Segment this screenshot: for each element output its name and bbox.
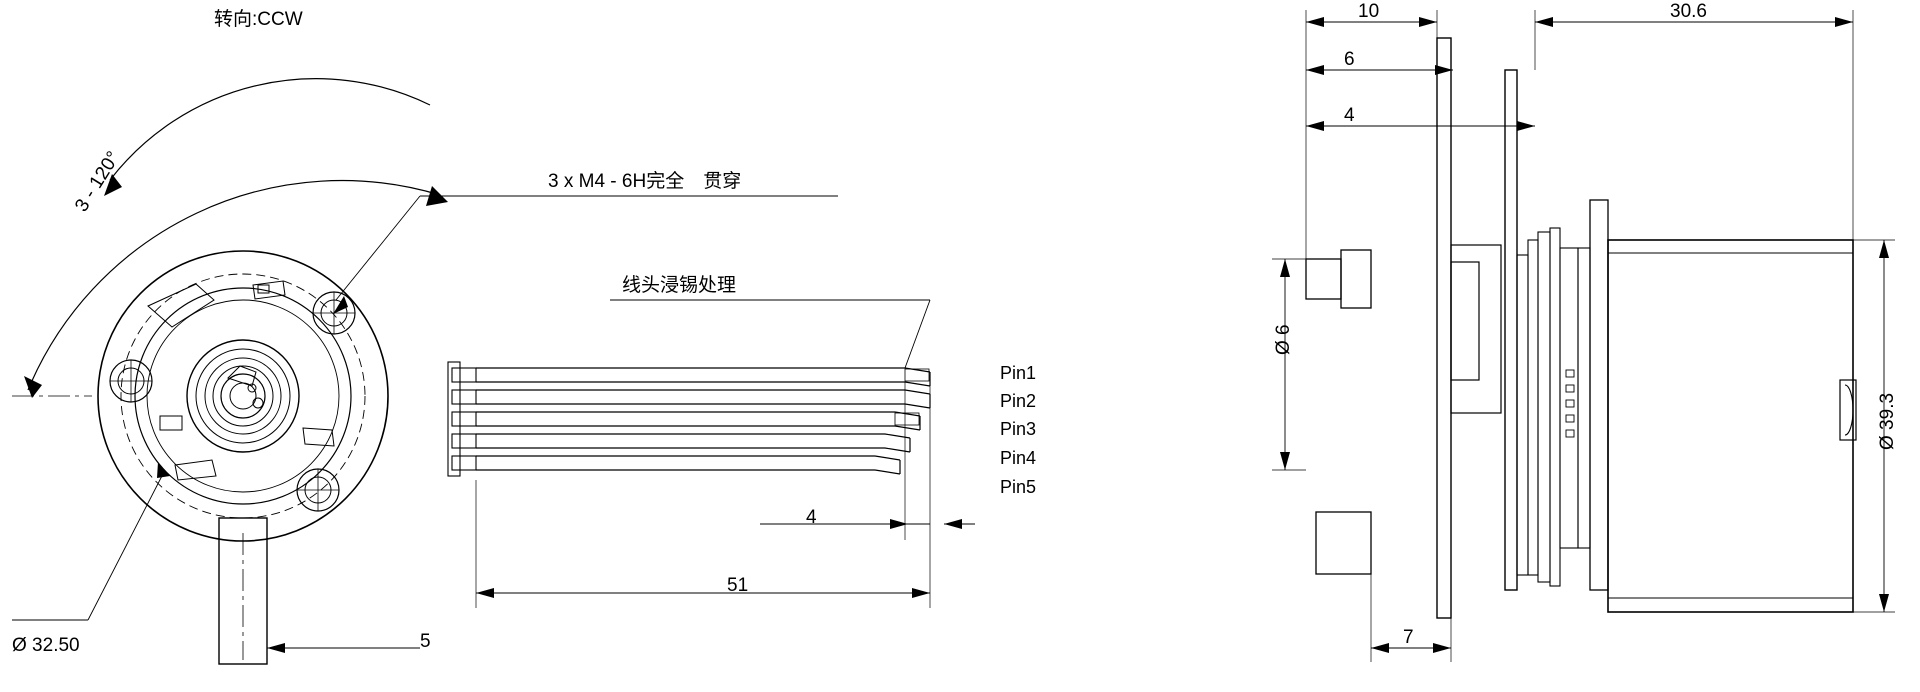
stator-stack <box>1516 199 1609 591</box>
shaft-dim-arrow <box>267 643 285 653</box>
stator-detail-1 <box>147 283 215 328</box>
pin-label-1: Pin1 <box>1000 363 1037 383</box>
hub-circle-4 <box>212 365 274 427</box>
mounting-hole-2 <box>296 468 340 512</box>
stator-detail-6 <box>159 415 183 431</box>
bolt-circle <box>120 273 366 519</box>
dim-body-diameter <box>1853 239 1895 613</box>
wire-length-label: 51 <box>727 575 749 596</box>
dim-flange-total <box>1305 10 1438 259</box>
motor-rear-curve <box>1844 384 1854 436</box>
dim-wire-length <box>475 480 931 608</box>
wire-1 <box>476 367 931 387</box>
shaft-bore <box>229 382 257 410</box>
pin-label-3: Pin3 <box>1000 419 1037 439</box>
wire-4 <box>476 433 911 453</box>
wire-treatment-label: 线头浸锡处理 <box>622 275 737 296</box>
tinned-tips <box>894 368 930 426</box>
dim-label-flange-total: 10 <box>1358 1 1380 22</box>
bcd-leader-arrow <box>157 462 170 478</box>
rotation-direction-label: 转向:CCW <box>214 9 303 30</box>
dim-shaft-diameter <box>1272 258 1306 471</box>
dim-label-mount-depth: 7 <box>1403 627 1414 648</box>
wire-connectors <box>447 361 477 477</box>
shaft-lower-block <box>1315 511 1372 575</box>
side-pin-pads <box>1565 369 1575 438</box>
bcd-leader-line <box>87 469 166 621</box>
angle-arc <box>27 180 441 391</box>
mounting-hole-3 <box>109 359 153 403</box>
flange-plate-1 <box>1436 37 1452 619</box>
angle-arrow-start <box>24 376 42 398</box>
dim-wire-tip <box>760 382 975 540</box>
side-hub-block <box>1450 244 1502 414</box>
thread-leader-line <box>335 195 421 301</box>
wire-3 <box>476 411 921 431</box>
dim-label-overall-length: 30.6 <box>1670 1 1707 22</box>
pin-label-4: Pin4 <box>1000 448 1037 468</box>
shaft-body <box>1340 249 1372 309</box>
wire-5 <box>476 455 901 475</box>
stator-detail-3 <box>257 284 270 294</box>
bolt-circle-diameter-label: Ø 32.50 <box>12 635 80 656</box>
dim-mount-depth <box>1370 574 1452 662</box>
rotation-arc <box>109 78 431 181</box>
thread-leader-arrow <box>333 296 348 314</box>
shaft-length-label: 5 <box>420 631 431 652</box>
hub-detail-circle <box>252 397 264 409</box>
dim-flange-step-2 <box>1306 121 1535 131</box>
dim-flange-step-1 <box>1306 65 1453 75</box>
dim-label-body-diameter: Ø 39.3 <box>1877 392 1898 450</box>
side-view <box>1272 10 1895 662</box>
hub-circle-2 <box>195 348 291 444</box>
hub-flat-detail <box>227 365 257 387</box>
shaft-keyway <box>247 383 257 393</box>
shaft-extension <box>218 517 268 665</box>
tinning-leader-line <box>904 299 931 369</box>
shaft-circle <box>220 373 266 419</box>
dim-label-flange-step-2: 4 <box>1344 105 1355 126</box>
inner-ring-2 <box>146 299 340 493</box>
shaft-tip <box>1305 258 1342 300</box>
motor-body <box>1607 239 1854 613</box>
inner-ring <box>134 287 352 505</box>
thread-spec-label: 3 x M4 - 6H完全 贯穿 <box>548 171 742 192</box>
motor-rear-boss <box>1839 379 1857 441</box>
pin-label-2: Pin2 <box>1000 391 1037 411</box>
pin-label-5: Pin5 <box>1000 477 1037 497</box>
rotation-arrow-head <box>104 174 122 196</box>
wire-2 <box>476 389 931 409</box>
dim-overall-length <box>1534 10 1854 240</box>
stator-detail-5 <box>302 427 335 447</box>
wire-tip-length-label: 4 <box>806 507 817 528</box>
hub-circle-3 <box>204 357 282 435</box>
wire-harness <box>447 299 975 608</box>
flange-plate-2 <box>1504 69 1518 591</box>
front-view <box>12 78 838 665</box>
dim-label-shaft-diameter: Ø 6 <box>1273 324 1294 355</box>
stator-detail-2 <box>252 280 286 300</box>
dim-label-flange-step-1: 6 <box>1344 49 1355 70</box>
hub-circle <box>186 339 300 453</box>
stator-detail-4 <box>174 459 217 481</box>
side-hub-step <box>1450 261 1480 381</box>
